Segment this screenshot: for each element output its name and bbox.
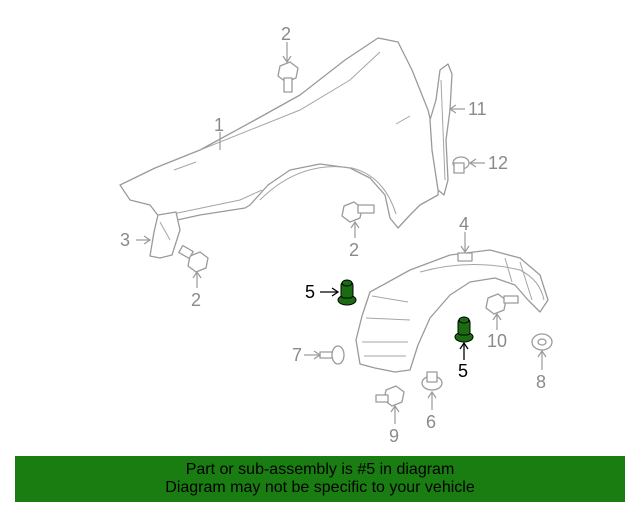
callout-8: 8 bbox=[536, 372, 546, 392]
bolt-mid-part[interactable] bbox=[341, 201, 375, 223]
fender-liner-part[interactable] bbox=[355, 249, 549, 373]
info-banner: Part or sub-assembly is #5 in diagram Di… bbox=[15, 456, 625, 502]
arrow-5-left bbox=[331, 287, 340, 297]
nut-part[interactable] bbox=[452, 156, 470, 174]
callout-12: 12 bbox=[488, 153, 508, 173]
arrow-2-top bbox=[282, 55, 292, 64]
bolt-top-part[interactable] bbox=[277, 61, 299, 93]
callout-5-right: 5 bbox=[458, 361, 468, 381]
arrow-6 bbox=[427, 390, 437, 399]
arrow-11 bbox=[448, 104, 457, 114]
banner-line-1: Part or sub-assembly is #5 in diagram bbox=[185, 461, 455, 478]
bolt-liner-part[interactable] bbox=[485, 293, 519, 315]
screw-low-part[interactable] bbox=[375, 385, 405, 407]
arrow-5-right bbox=[459, 341, 469, 350]
callout-7: 7 bbox=[292, 345, 302, 365]
parts-diagram: 2 1 11 12 3 2 2 4 5 5 10 8 7 6 9 bbox=[119, 24, 553, 446]
arrow-7 bbox=[313, 350, 322, 360]
arrow-12 bbox=[468, 158, 477, 168]
callout-1: 1 bbox=[214, 115, 224, 135]
arrow-10 bbox=[492, 312, 502, 321]
callout-4: 4 bbox=[459, 214, 469, 234]
callout-5-left: 5 bbox=[305, 282, 315, 302]
clip-left-part[interactable] bbox=[337, 279, 357, 306]
arrow-9 bbox=[390, 404, 400, 413]
banner-line-2: Diagram may not be specific to your vehi… bbox=[165, 479, 475, 496]
retainer-right-part[interactable] bbox=[531, 333, 553, 351]
callout-11: 11 bbox=[468, 99, 487, 119]
push-pin-part[interactable] bbox=[319, 345, 345, 365]
callout-2-top: 2 bbox=[281, 24, 291, 44]
callout-3: 3 bbox=[120, 230, 130, 250]
arrow-2-low bbox=[192, 270, 202, 279]
bolt-low-part[interactable] bbox=[178, 244, 209, 273]
seal-part[interactable] bbox=[429, 63, 453, 196]
callout-2-low: 2 bbox=[191, 290, 201, 310]
bracket-part[interactable] bbox=[149, 211, 181, 259]
fender-part[interactable] bbox=[119, 37, 441, 229]
arrow-4 bbox=[460, 245, 470, 254]
callout-2-mid: 2 bbox=[349, 240, 359, 260]
arrow-2-mid bbox=[350, 220, 360, 229]
clip-small-part[interactable] bbox=[421, 371, 443, 391]
arrow-8 bbox=[537, 349, 547, 358]
callout-9: 9 bbox=[389, 426, 399, 446]
arrow-3 bbox=[143, 235, 152, 245]
callout-10: 10 bbox=[487, 331, 507, 351]
clip-right-part[interactable] bbox=[454, 316, 474, 343]
callout-6: 6 bbox=[426, 412, 436, 432]
